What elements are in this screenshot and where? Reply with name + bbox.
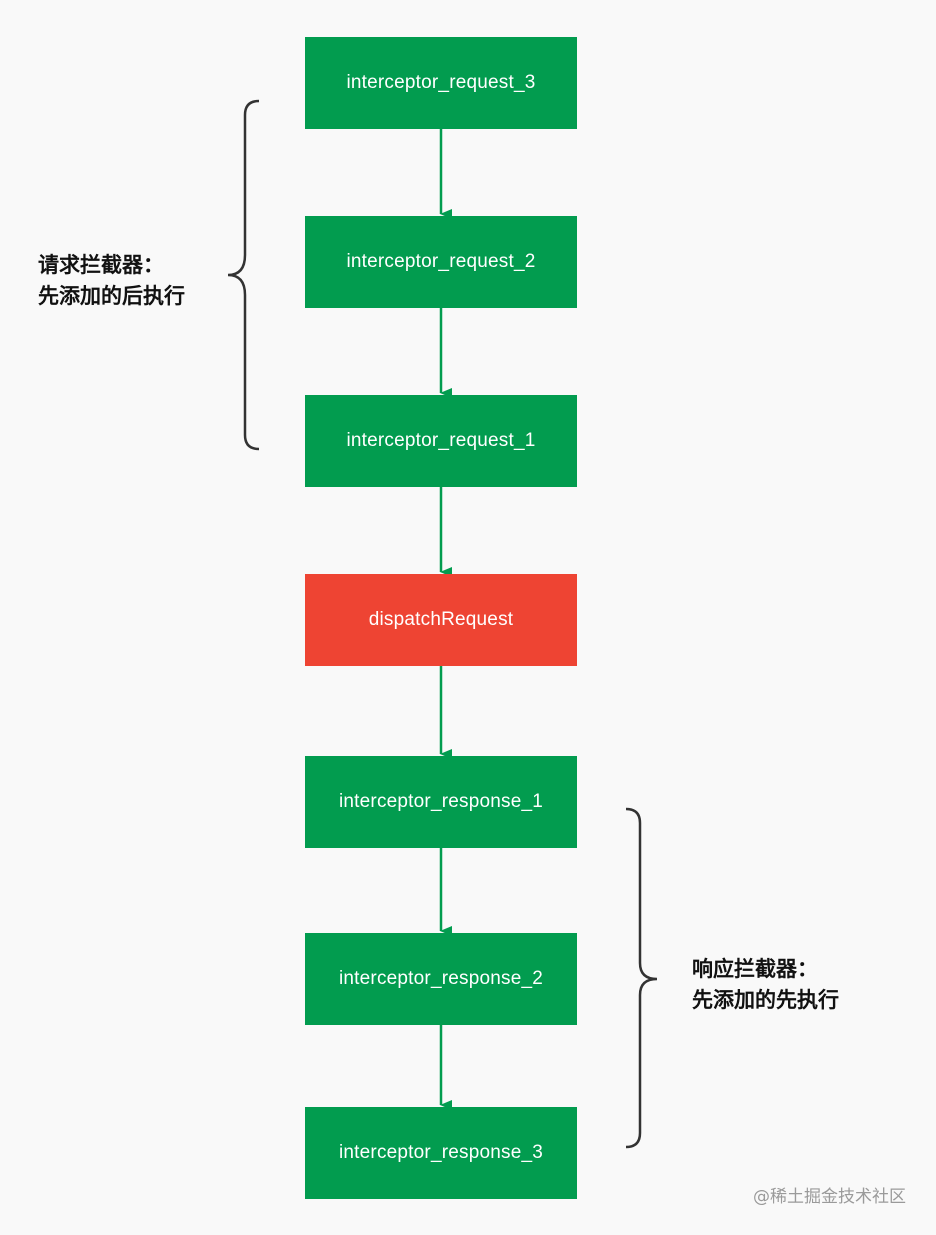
node-label: interceptor_request_1 <box>346 430 536 451</box>
interceptor-request-1-node: interceptor_request_1 <box>305 395 577 487</box>
watermark: @稀土掘金技术社区 <box>753 1187 906 1207</box>
request-brace <box>227 99 260 451</box>
node-label: interceptor_request_3 <box>346 72 536 93</box>
dispatch-request-node: dispatchRequest <box>305 574 577 666</box>
interceptor-response-3-node: interceptor_response_3 <box>305 1107 577 1199</box>
node-label: interceptor_response_3 <box>338 1142 544 1163</box>
interceptor-request-3-node: interceptor_request_3 <box>305 37 577 129</box>
interceptor-response-1-node: interceptor_response_1 <box>305 756 577 848</box>
interceptor-response-2-node: interceptor_response_2 <box>305 933 577 1025</box>
request-note-line2: 先添加的后执行 <box>38 284 185 308</box>
node-label: interceptor_response_2 <box>338 968 544 989</box>
response-note-line2: 先添加的先执行 <box>692 988 839 1012</box>
response-brace <box>625 807 658 1149</box>
node-label: dispatchRequest <box>368 609 514 630</box>
node-label: interceptor_request_2 <box>346 251 536 272</box>
response-interceptor-note: 响应拦截器： 先添加的先执行 <box>692 954 839 1016</box>
response-note-line1: 响应拦截器： <box>692 957 818 981</box>
request-interceptor-note: 请求拦截器： 先添加的后执行 <box>38 250 185 312</box>
node-label: interceptor_response_1 <box>338 791 544 812</box>
interceptor-request-2-node: interceptor_request_2 <box>305 216 577 308</box>
request-note-line1: 请求拦截器： <box>38 253 164 277</box>
